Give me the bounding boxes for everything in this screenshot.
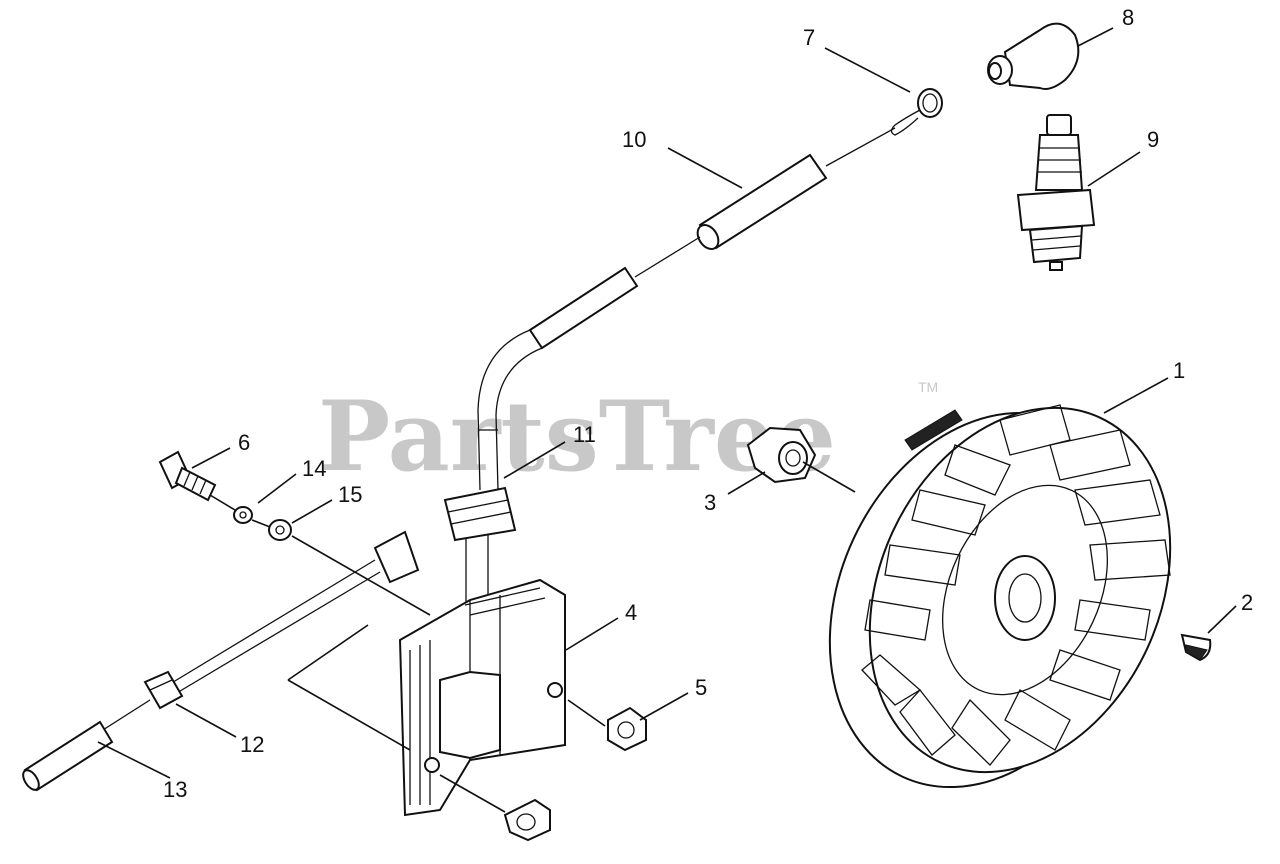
callout-labels: 1 2 3 4 5 6 7 8 9 10 11 12 13 14 15	[163, 5, 1253, 802]
callout-11[interactable]: 11	[573, 422, 596, 447]
callout-6[interactable]: 6	[238, 430, 250, 455]
lower-nut-icon	[503, 798, 551, 842]
callout-15[interactable]: 15	[338, 482, 362, 507]
spark-plug-boot-icon[interactable]	[987, 22, 1080, 90]
flat-washer-icon[interactable]	[268, 519, 292, 541]
stop-wire-icon[interactable]	[20, 530, 420, 792]
watermark-text: PartsTree	[318, 380, 836, 493]
callout-10[interactable]: 10	[622, 127, 646, 152]
callout-9[interactable]: 9	[1147, 127, 1159, 152]
callout-1[interactable]: 1	[1173, 358, 1185, 383]
tube-icon[interactable]	[693, 153, 828, 253]
callout-8[interactable]: 8	[1122, 5, 1134, 30]
callout-5[interactable]: 5	[695, 675, 707, 700]
callout-3[interactable]: 3	[704, 490, 716, 515]
nut-icon[interactable]	[607, 706, 647, 752]
spring-clip-icon[interactable]	[890, 88, 943, 136]
callout-7[interactable]: 7	[803, 25, 815, 50]
callout-13[interactable]: 13	[163, 777, 187, 802]
ignition-coil-icon[interactable]	[398, 578, 566, 817]
leader-lines	[97, 27, 1237, 813]
woodruff-key-icon[interactable]	[1180, 633, 1212, 662]
spark-plug-icon[interactable]	[1016, 114, 1096, 271]
callout-2[interactable]: 2	[1241, 590, 1253, 615]
lock-washer-icon[interactable]	[233, 506, 253, 524]
callout-12[interactable]: 12	[240, 732, 264, 757]
flywheel-icon[interactable]	[771, 359, 1227, 838]
callout-4[interactable]: 4	[625, 600, 637, 625]
grommet-icon[interactable]	[443, 486, 517, 542]
flange-nut-icon[interactable]	[746, 426, 817, 484]
bolt-icon[interactable]	[158, 450, 217, 502]
watermark-trademark: TM	[918, 379, 938, 395]
callout-14[interactable]: 14	[302, 456, 326, 481]
wire-clamp-icon[interactable]	[143, 670, 184, 710]
